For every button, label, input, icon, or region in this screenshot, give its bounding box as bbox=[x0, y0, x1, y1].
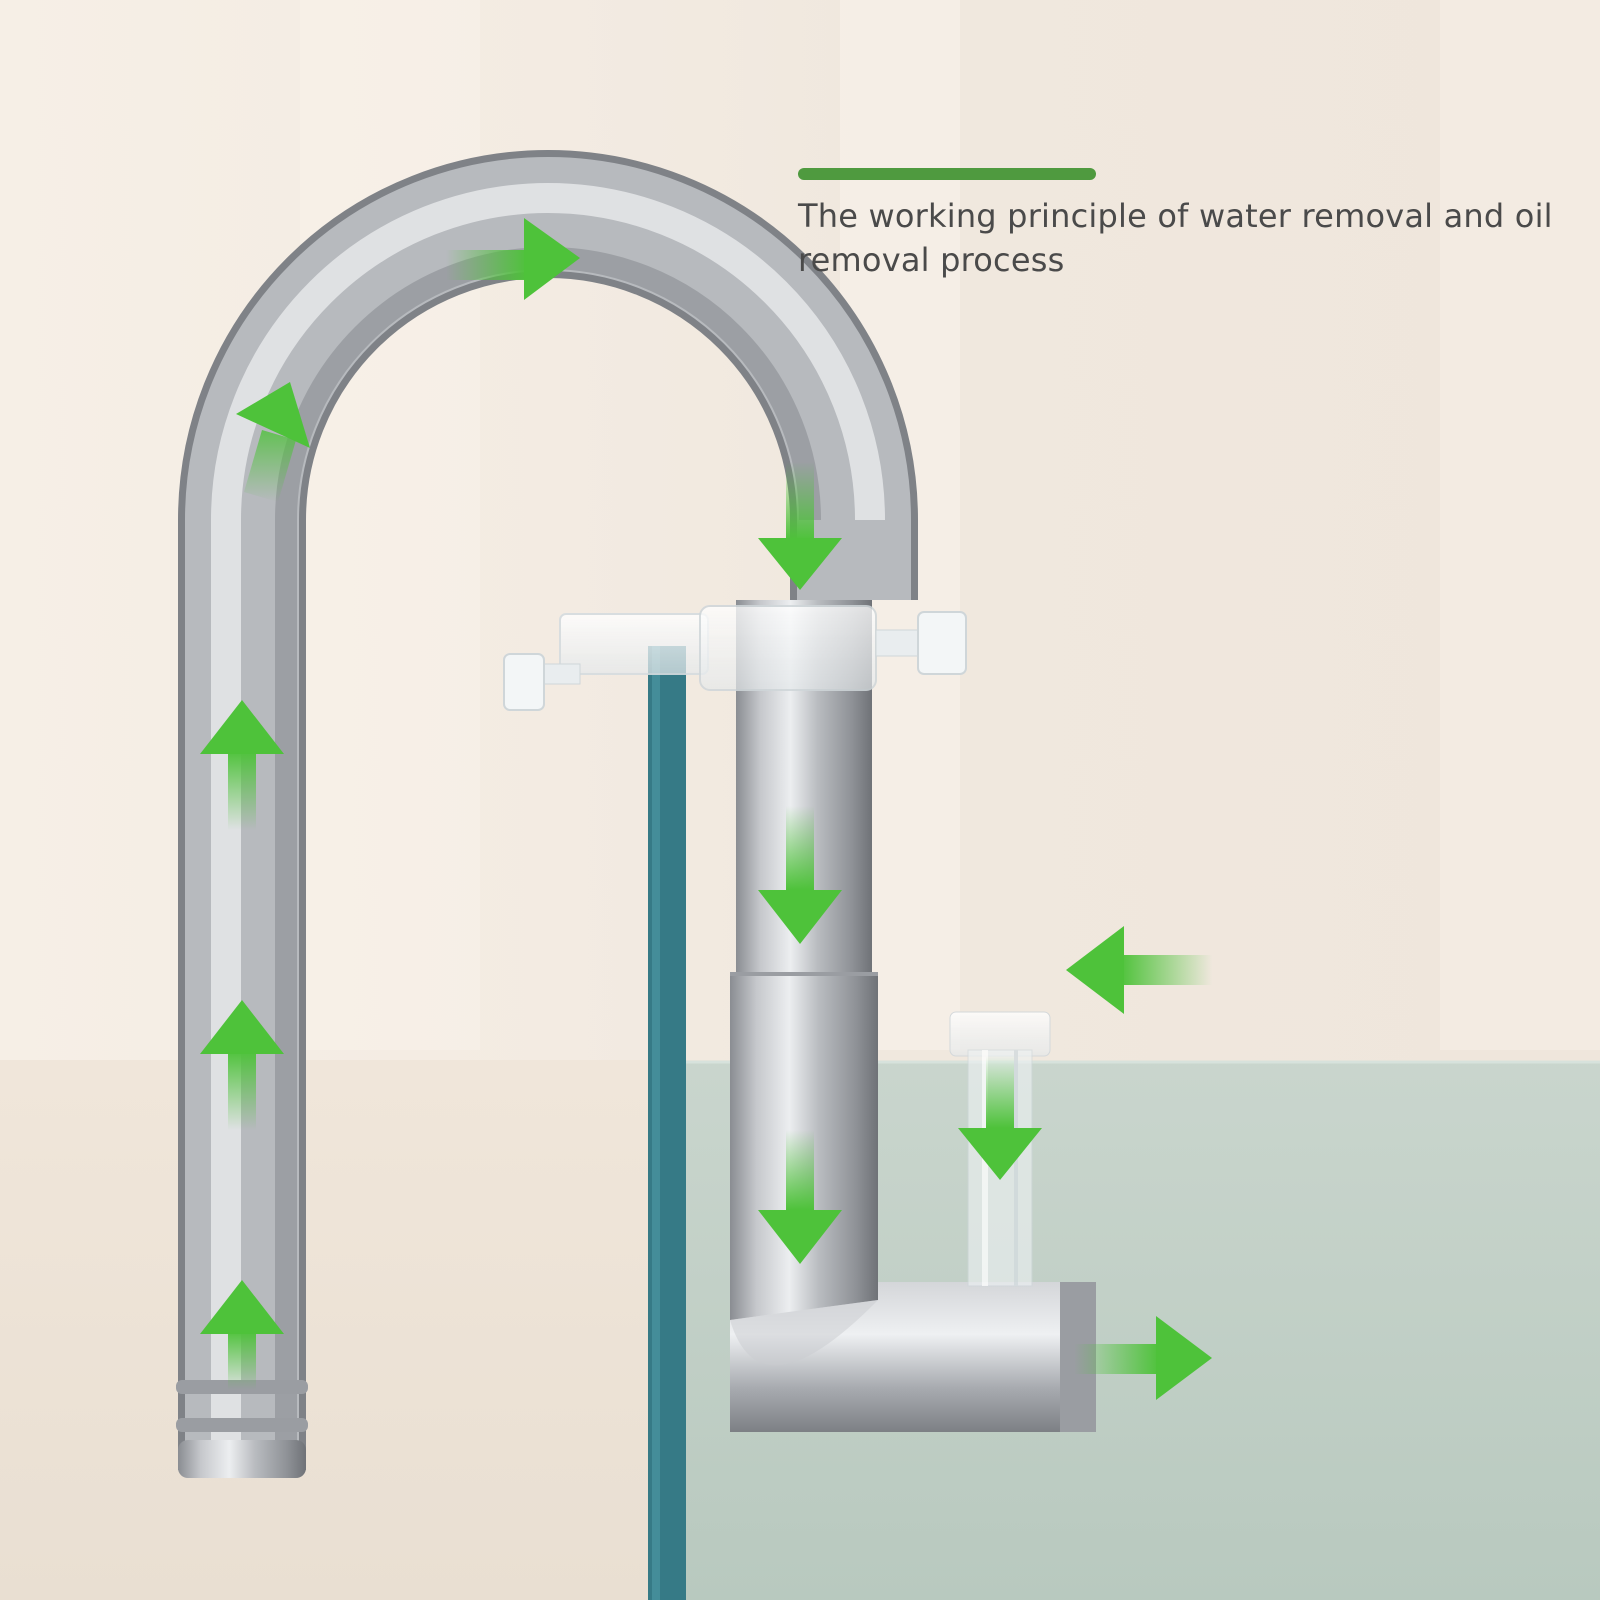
arrow-right-icon bbox=[446, 218, 580, 300]
page-title: The working principle of water removal a… bbox=[798, 197, 1553, 279]
title-block: The working principle of water removal a… bbox=[798, 168, 1558, 282]
arrow-down-icon bbox=[758, 806, 842, 944]
arrow-up-icon bbox=[200, 700, 284, 830]
mounting-clamp bbox=[503, 605, 967, 711]
flow-arrows bbox=[200, 218, 1212, 1400]
intake-pipe-highlight bbox=[211, 183, 885, 1460]
arrow-up-icon bbox=[236, 382, 310, 502]
title-accent-rule bbox=[798, 168, 1096, 180]
window-panel-left bbox=[300, 0, 480, 1050]
arrow-up-icon bbox=[200, 1000, 284, 1130]
intake-pipe-body bbox=[185, 157, 911, 1470]
arrow-left-icon bbox=[1066, 926, 1212, 1014]
arrow-down-icon bbox=[758, 462, 842, 590]
arrow-up-icon bbox=[200, 1280, 284, 1390]
arrow-right-icon bbox=[1074, 1316, 1212, 1400]
arrow-down-icon bbox=[958, 1056, 1042, 1180]
window-panel-far bbox=[1440, 0, 1600, 1050]
arrow-down-icon bbox=[758, 1130, 842, 1264]
